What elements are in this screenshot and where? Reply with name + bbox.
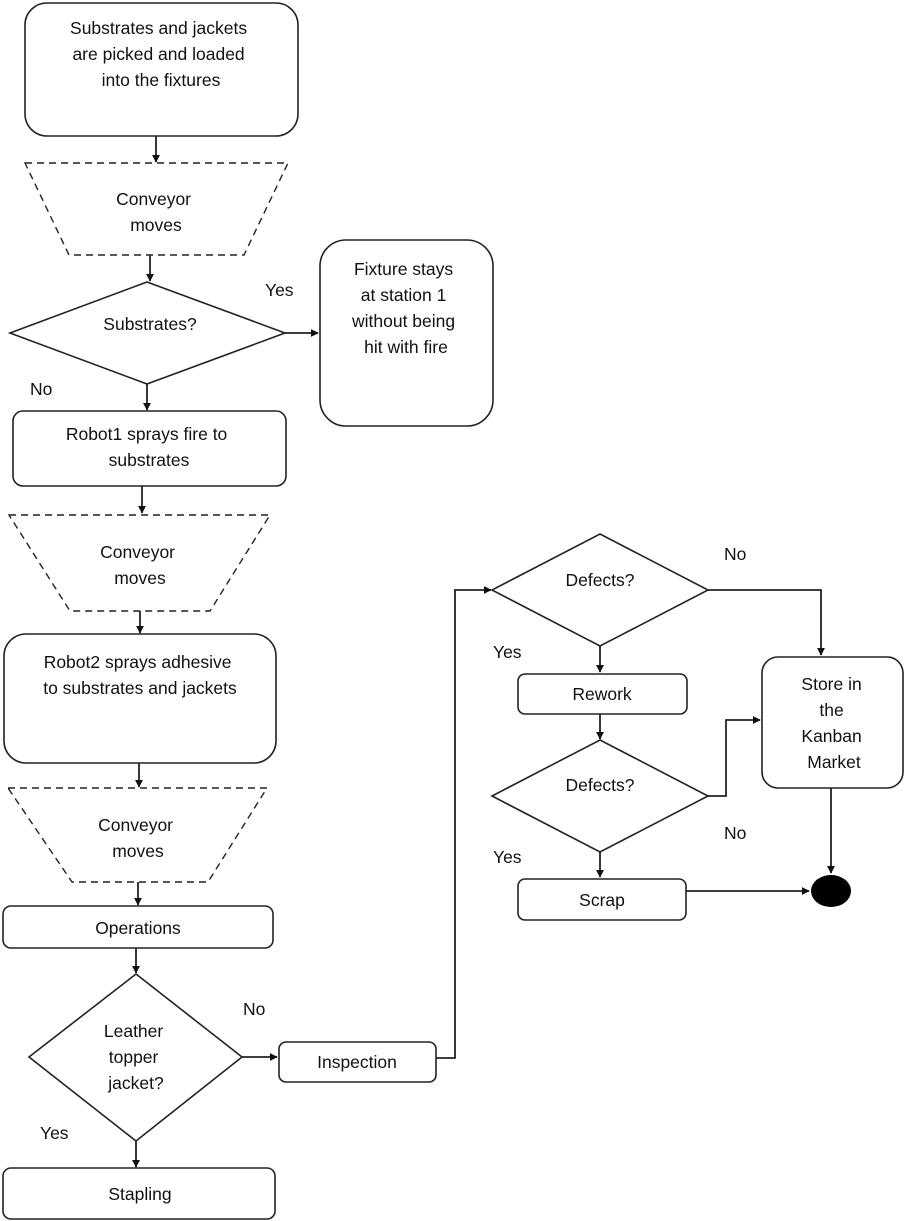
label-leather-no: No [243,999,265,1019]
node-operations: Operations [2,905,274,949]
decision-substrates: Substrates? [7,281,288,385]
decision-defects-2: Defects? [490,739,710,853]
decision-defects-2-text: Defects? [565,775,634,795]
node-fixture-stays-text: Fixture stays at station 1 without being… [351,259,460,357]
node-conveyor-3-text: Conveyor moves [98,815,178,861]
node-operations-text: Operations [95,918,181,938]
node-conveyor-1-text: Conveyor moves [116,189,196,235]
node-robot2: Robot2 sprays adhesive to substrates and… [3,633,277,764]
node-rework-text: Rework [572,684,632,704]
node-conveyor-2-text: Conveyor moves [100,542,180,588]
label-defects2-no: No [724,823,746,843]
node-store-kanban-text: Store in the Kanban Market [801,674,866,772]
node-robot2-text: Robot2 sprays adhesive to substrates and… [43,652,237,698]
label-substrates-no: No [30,379,52,399]
label-substrates-yes: Yes [265,280,294,300]
node-stapling-text: Stapling [108,1184,171,1204]
node-inspection: Inspection [278,1041,437,1083]
node-robot1-text: Robot1 sprays fire to substrates [66,424,232,470]
node-scrap: Scrap [517,878,687,921]
label-defects1-yes: Yes [493,642,522,662]
arrow-defects2-no [708,716,761,797]
decision-leather-topper: Leather topper jacket? [27,972,244,1143]
arrow-defects1-no [708,589,825,656]
node-conveyor-3: Conveyor moves [6,787,269,883]
decision-defects-1: Defects? [490,533,710,647]
end-node [811,875,851,907]
decision-defects-1-text: Defects? [565,570,634,590]
node-load: Substrates and jackets are picked and lo… [24,2,299,137]
node-rework: Rework [517,673,688,715]
node-fixture-stays: Fixture stays at station 1 without being… [319,239,494,427]
node-conveyor-2: Conveyor moves [7,514,272,612]
node-inspection-text: Inspection [317,1052,397,1072]
node-load-text: Substrates and jackets are picked and lo… [70,18,252,90]
decision-substrates-text: Substrates? [103,314,197,334]
node-conveyor-1: Conveyor moves [23,162,290,256]
node-robot1: Robot1 sprays fire to substrates [12,410,287,487]
label-defects2-yes: Yes [493,847,522,867]
arrow-inspection-to-defects1 [436,586,492,1059]
label-leather-yes: Yes [40,1123,69,1143]
node-scrap-text: Scrap [579,890,625,910]
decision-leather-topper-text: Leather topper jacket? [104,1021,168,1093]
node-stapling: Stapling [2,1167,276,1220]
node-store-kanban: Store in the Kanban Market [761,656,904,789]
label-defects1-no: No [724,544,746,564]
